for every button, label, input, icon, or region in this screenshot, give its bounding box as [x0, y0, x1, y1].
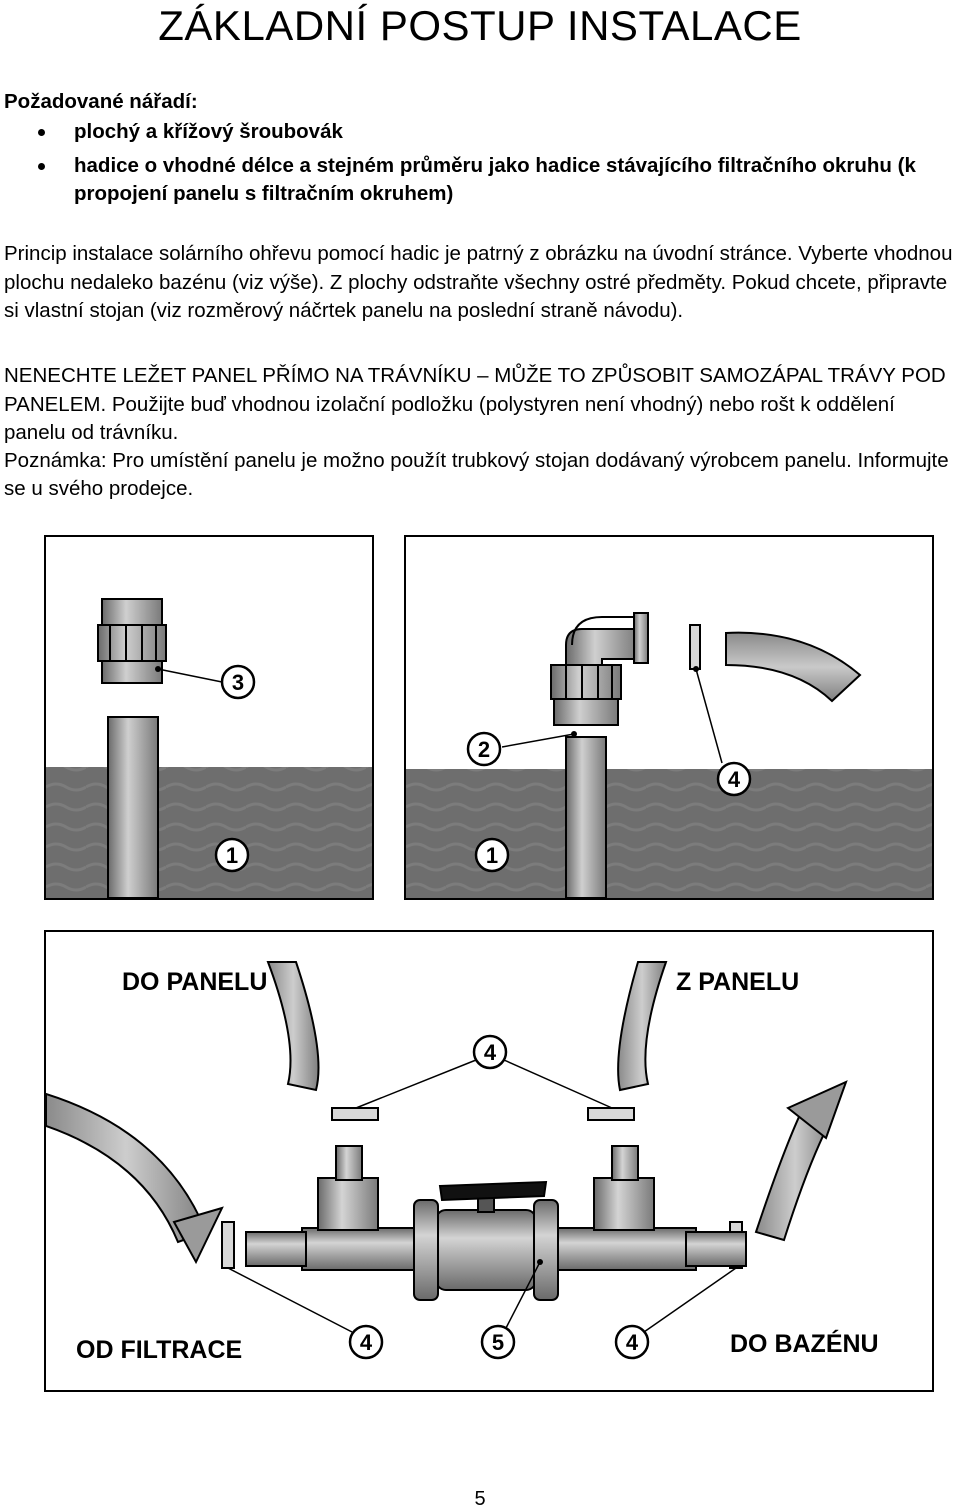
- paragraph-preparation: Princip instalace solárního ohřevu pomoc…: [4, 242, 953, 322]
- tools-list: plochý a křížový šroubovák hadice o vhod…: [0, 118, 954, 214]
- figure-elbow-hose: 4 2 1: [404, 535, 934, 900]
- callout-5: [480, 1324, 516, 1360]
- callout-3-label: 3: [232, 670, 244, 695]
- callout-4-label: 4: [360, 1330, 373, 1355]
- figure-pipe-unscrew: 3 1: [44, 535, 374, 900]
- arrow-from-filter: [172, 1206, 224, 1265]
- callout-1-label: 1: [226, 843, 238, 868]
- callout-1: [214, 837, 250, 873]
- tools-heading: Požadované nářadí:: [4, 90, 198, 113]
- callout-4-label: 4: [626, 1330, 639, 1355]
- callout-4-label: 4: [484, 1040, 497, 1065]
- union-fitting: [550, 664, 622, 726]
- callout-4: [348, 1324, 384, 1360]
- callout-1: [474, 837, 510, 873]
- water-area: [406, 769, 932, 898]
- valve-handle: [438, 1180, 548, 1202]
- callout-2-label: 2: [478, 737, 490, 762]
- water-area: [46, 767, 372, 898]
- callout-3: [220, 664, 256, 700]
- pipe-fitting: [565, 736, 607, 898]
- caption-to-panel: DO PANELU: [122, 968, 267, 996]
- hose-clamp: [587, 1107, 635, 1121]
- hose-from-panel: [617, 961, 668, 1092]
- elbow-fitting: [565, 628, 639, 666]
- figure-valve-connection: DO PANELU Z PANELU OD FILTRACE DO BAZÉNU: [44, 930, 934, 1392]
- callout-5-label: 5: [492, 1330, 504, 1355]
- callout-4: [716, 761, 752, 797]
- tools-list-item: hadice o vhodné délce a stejném průměru …: [0, 152, 954, 208]
- hose-clamp: [331, 1107, 379, 1121]
- caption-from-panel: Z PANELU: [676, 968, 799, 996]
- page-number: 5: [474, 1488, 486, 1510]
- caption-to-pool: DO BAZÉNU: [730, 1329, 879, 1358]
- hose-to-panel: [266, 961, 320, 1092]
- hose: [725, 631, 862, 703]
- hose-clamp: [689, 624, 701, 670]
- callout-4: [614, 1324, 650, 1360]
- pipe-fitting: [107, 716, 159, 898]
- paragraph-note: Poznámka: Pro umístění panelu je možno p…: [4, 449, 949, 500]
- paragraph-warning: NENECHTE LEŽET PANEL PŘÍMO NA TRÁVNÍKU –…: [4, 364, 946, 444]
- callout-4: [472, 1034, 508, 1070]
- arrow-to-pool: [786, 1080, 848, 1140]
- tools-list-item: plochý a křížový šroubovák: [0, 118, 954, 146]
- union-fitting: [97, 598, 167, 684]
- callout-1-label: 1: [486, 843, 498, 868]
- callout-4-label: 4: [728, 767, 741, 792]
- callout-2: [466, 731, 502, 767]
- caption-from-filter: OD FILTRACE: [76, 1336, 242, 1364]
- page-title: ZÁKLADNÍ POSTUP INSTALACE: [158, 2, 802, 49]
- hose-clamp: [221, 1221, 235, 1269]
